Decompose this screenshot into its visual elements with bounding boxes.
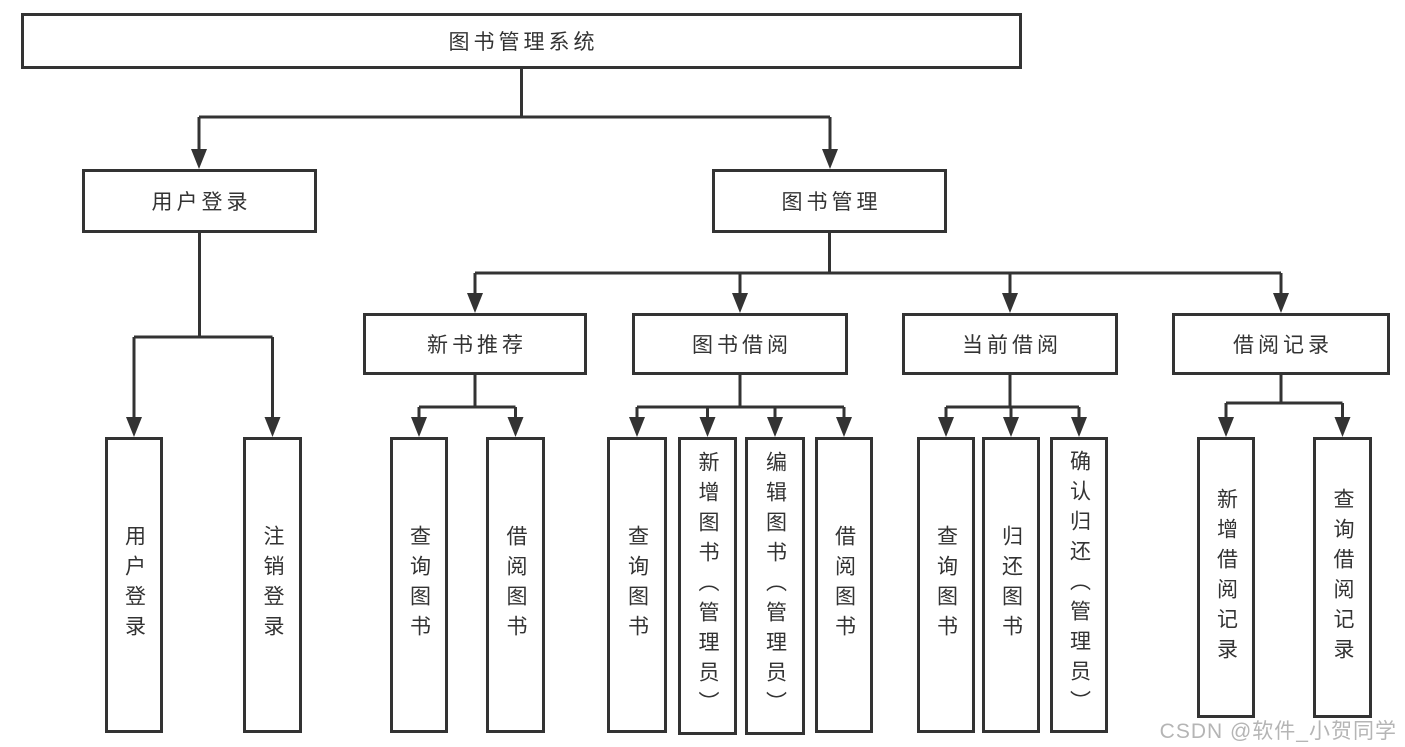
node-root-system: 图书管理系统: [21, 13, 1022, 69]
node-user-login-label: 用户登录: [151, 191, 252, 214]
leaf-borrow-books-recommend-label: 借阅图书: [504, 525, 527, 645]
leaf-query-borrow-record: 查询借阅记录: [1313, 437, 1372, 718]
leaf-confirm-return-admin-label: 确认归还（管理员）: [1067, 450, 1091, 720]
node-user-login: 用户登录: [82, 169, 317, 233]
leaf-query-books-current: 查询图书: [917, 437, 975, 733]
node-borrow-records-label: 借阅记录: [1233, 334, 1333, 357]
node-root-label: 图书管理系统: [448, 31, 599, 54]
leaf-query-borrow-record-label: 查询借阅记录: [1331, 487, 1354, 668]
node-borrow-records: 借阅记录: [1172, 313, 1390, 375]
leaf-edit-book-admin: 编辑图书（管理员）: [745, 437, 805, 735]
leaf-query-books-recommend-label: 查询图书: [407, 525, 431, 645]
leaf-query-books-borrow-label: 查询图书: [625, 525, 649, 645]
leaf-edit-book-admin-label: 编辑图书（管理员）: [763, 451, 787, 721]
node-book-borrow: 图书借阅: [632, 313, 848, 375]
leaf-query-books-recommend: 查询图书: [390, 437, 448, 733]
node-book-borrow-label: 图书借阅: [692, 334, 792, 357]
node-new-book-recommend-label: 新书推荐: [427, 334, 527, 357]
leaf-user-login: 用户登录: [105, 437, 163, 733]
watermark: CSDN @软件_小贺同学: [1159, 720, 1397, 743]
leaf-confirm-return-admin: 确认归还（管理员）: [1050, 437, 1108, 733]
leaf-add-borrow-record: 新增借阅记录: [1197, 437, 1255, 718]
leaf-query-books-borrow: 查询图书: [607, 437, 667, 733]
node-current-borrow: 当前借阅: [902, 313, 1118, 375]
leaf-return-book: 归还图书: [982, 437, 1040, 733]
leaf-borrow-books: 借阅图书: [815, 437, 873, 733]
node-current-borrow-label: 当前借阅: [962, 334, 1062, 357]
leaf-borrow-books-label: 借阅图书: [832, 525, 856, 645]
leaf-logout: 注销登录: [243, 437, 302, 733]
node-new-book-recommend: 新书推荐: [363, 313, 587, 375]
leaf-add-book-admin: 新增图书（管理员）: [678, 437, 737, 735]
leaf-query-books-current-label: 查询图书: [934, 525, 958, 645]
leaf-user-login-label: 用户登录: [122, 525, 146, 645]
leaf-add-book-admin-label: 新增图书（管理员）: [696, 451, 719, 721]
leaf-add-borrow-record-label: 新增借阅记录: [1214, 487, 1238, 668]
node-book-management: 图书管理: [712, 169, 947, 233]
node-book-management-label: 图书管理: [781, 191, 882, 214]
leaf-logout-label: 注销登录: [261, 525, 284, 645]
leaf-borrow-books-recommend: 借阅图书: [486, 437, 545, 733]
leaf-return-book-label: 归还图书: [999, 525, 1023, 645]
